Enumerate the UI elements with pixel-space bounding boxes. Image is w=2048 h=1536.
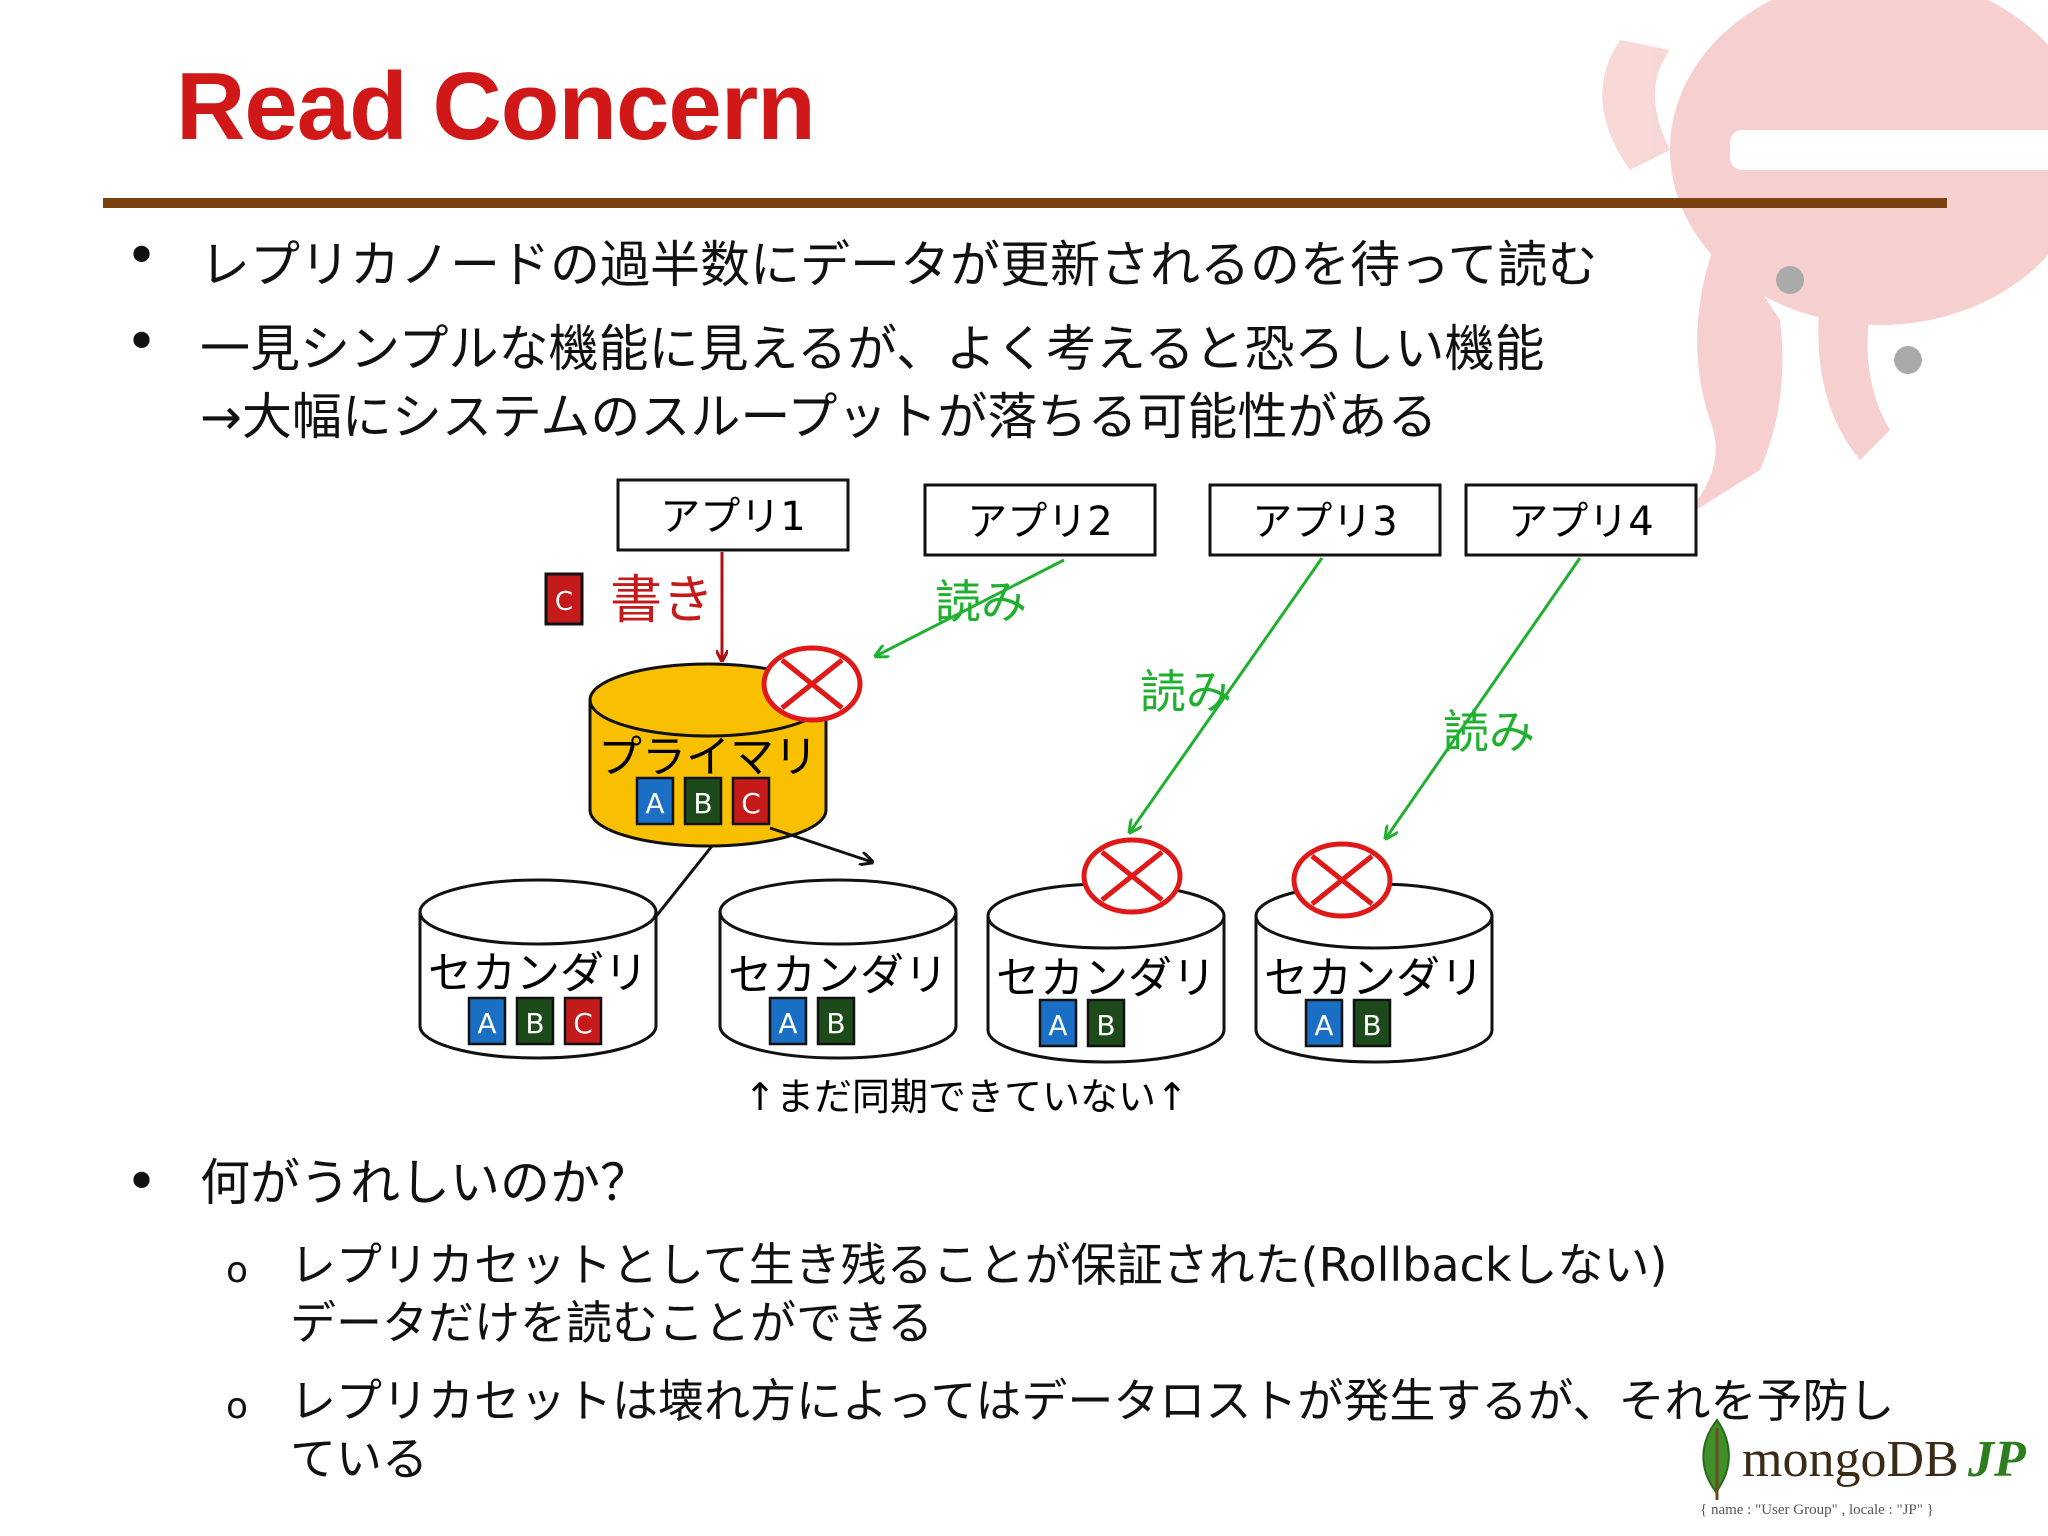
sub-bullet-1-line1: レプリカセットとして生き残ることが保証された(Rollbackしない) [290, 1238, 1668, 1292]
secondary-label: セカンダリ [728, 950, 948, 1001]
data-block-a-label: A [778, 1007, 797, 1040]
read-arrow-app4 [1386, 557, 1582, 838]
data-block-a-label: A [645, 787, 664, 820]
bullet-2-text-line2: →大幅にシステムのスループットが落ちる可能性がある [200, 388, 1438, 446]
primary-label: プライマリ [598, 732, 818, 783]
app-box-1: アプリ1 [616, 478, 850, 552]
read-arrow-app2 [876, 558, 1065, 656]
sub-bullet-2-line1: レプリカセットは壊れ方によってはデータロストが発生するが、それを予防し [290, 1374, 1895, 1428]
sub-bullet-1-line2: データだけを読むことができる [290, 1296, 934, 1350]
secondary-node-3: セカンダリ A B [986, 882, 1226, 1064]
app-box-2: アプリ2 [923, 483, 1157, 557]
data-block-b-label: B [525, 1007, 544, 1040]
data-block-b-label: B [1096, 1009, 1115, 1042]
data-block-c-label: C [741, 787, 761, 820]
title-underline [103, 198, 1947, 208]
data-block-a [1038, 998, 1078, 1048]
secondary-label: セカンダリ [1264, 953, 1484, 1004]
data-block-b-label: B [693, 787, 712, 820]
secondary-label: セカンダリ [996, 953, 1216, 1004]
logo-suffix: JP [1968, 1431, 2026, 1488]
data-block-a [635, 776, 675, 826]
sub-bullet-circle: o [226, 1250, 249, 1291]
sync-note: ↑まだ同期できていない↑ [744, 1075, 1188, 1119]
bullet-dot: • [125, 224, 159, 289]
read-label: 読み [935, 575, 1027, 629]
logo-wordmark: mongoDB [1742, 1431, 1959, 1488]
read-label: 読み [1443, 705, 1535, 759]
data-block-a-label: A [1048, 1009, 1067, 1042]
data-block-b [515, 996, 555, 1046]
write-item-c-label: C [555, 587, 573, 617]
blocked-cross-icon [1291, 841, 1393, 919]
write-label: 書き [610, 571, 714, 631]
data-block-b [816, 996, 856, 1046]
bullet-2-text: 一見シンプルな機能に見えるが、よく考えると恐ろしい機能 [200, 320, 1545, 378]
primary-node: プライマリ A B C [588, 662, 828, 848]
logo-tagline: { name : "User Group" , locale : "JP" } [1700, 1502, 1934, 1518]
blocked-cross-icon [761, 645, 863, 723]
squid-mascot-watermark [1602, 0, 2048, 520]
write-item-c-block [544, 572, 584, 626]
blocked-cross-icon [1081, 837, 1183, 915]
data-block-c-label: C [573, 1007, 593, 1040]
app-label: アプリ4 [1508, 499, 1653, 545]
sub-bullet-circle: o [226, 1386, 249, 1427]
bullet-dot: • [125, 310, 159, 375]
secondary-label: セカンダリ [428, 948, 648, 999]
data-block-b [1086, 998, 1126, 1048]
app-label: アプリ2 [967, 499, 1112, 545]
bullet-dot: • [125, 1150, 159, 1215]
app-label: アプリ3 [1252, 499, 1397, 545]
read-arrow-app3 [1130, 557, 1324, 832]
data-block-b-label: B [1362, 1009, 1381, 1042]
replication-arrow [769, 826, 872, 862]
data-block-a-label: A [1314, 1009, 1333, 1042]
read-label: 読み [1140, 665, 1232, 719]
bullet-1-text: レプリカノードの過半数にデータが更新されるのを待って読む [200, 236, 1598, 294]
slide-title: Read Concern [176, 53, 816, 160]
app-label: アプリ1 [660, 494, 805, 540]
mongodb-leaf-icon [1702, 1418, 1730, 1500]
data-block-b-label: B [826, 1007, 845, 1040]
bullet-3-text: 何がうれしいのか？ [200, 1154, 650, 1212]
secondary-node-1: セカンダリ A B C [418, 878, 658, 1060]
data-block-a [768, 996, 808, 1046]
secondary-node-4: セカンダリ A B [1254, 882, 1494, 1064]
app-box-4: アプリ4 [1464, 483, 1698, 557]
data-block-c [563, 996, 603, 1046]
sub-bullet-2-line2: ている [290, 1432, 428, 1486]
data-block-a [467, 996, 507, 1046]
data-block-a [1304, 998, 1344, 1048]
data-block-a-label: A [477, 1007, 496, 1040]
data-block-b [683, 776, 723, 826]
secondary-node-2: セカンダリ A B [718, 878, 958, 1060]
data-block-b [1352, 998, 1392, 1048]
app-box-3: アプリ3 [1208, 483, 1442, 557]
data-block-c [731, 776, 771, 826]
